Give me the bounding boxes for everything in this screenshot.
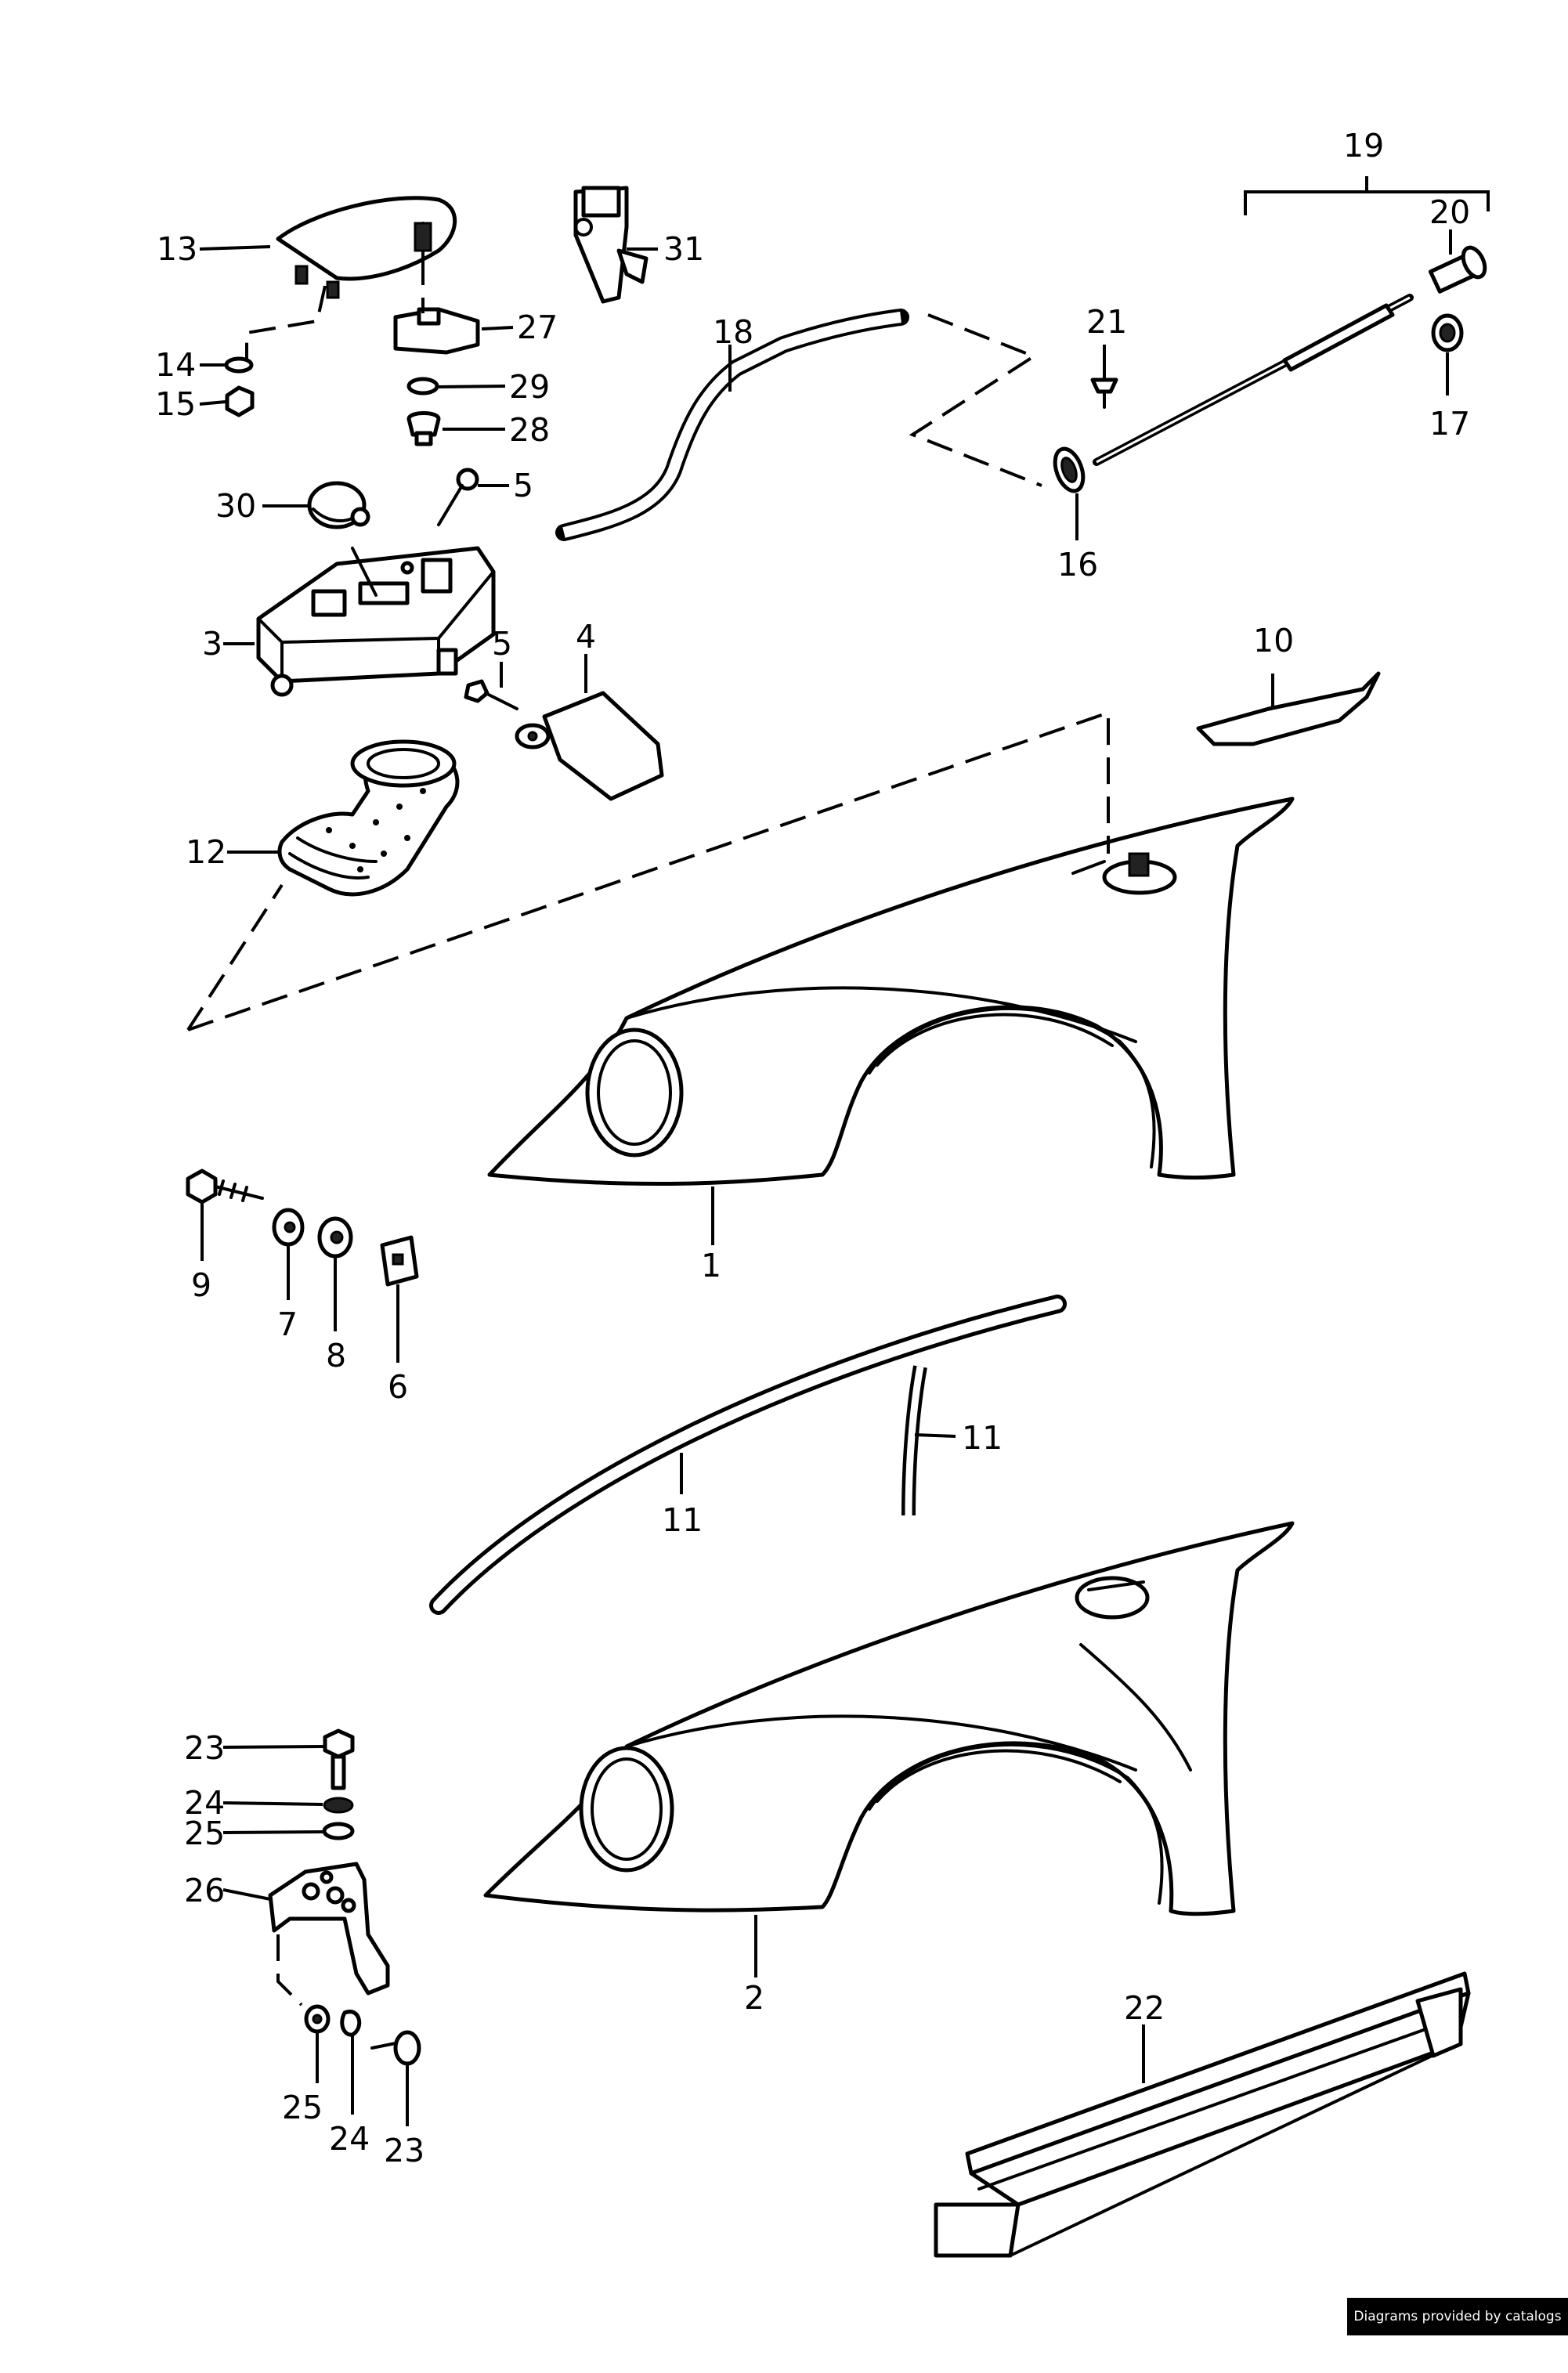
fuel-flap-13 <box>276 196 457 299</box>
grommet-17 <box>1431 313 1464 352</box>
callout-12: 12 <box>186 833 226 871</box>
grommet-28 <box>406 411 441 446</box>
fuel-filler-housing <box>256 546 496 697</box>
bolt-9 <box>186 1168 264 1205</box>
callout-18: 18 <box>713 313 753 351</box>
washer-24-upper <box>323 1797 354 1814</box>
rocker-22 <box>934 1971 1471 2258</box>
callout-23-upper: 23 <box>184 1729 225 1767</box>
bracket-26 <box>268 1862 390 1996</box>
callout-7: 7 <box>277 1306 298 1343</box>
washer-25-upper <box>322 1822 355 1840</box>
clip-6 <box>380 1235 419 1287</box>
callout-14: 14 <box>155 346 196 384</box>
nut-15 <box>225 385 255 417</box>
callout-16: 16 <box>1057 546 1098 583</box>
washer-29 <box>406 377 439 396</box>
grommet-16 <box>1053 446 1086 493</box>
callout-27: 27 <box>517 309 558 346</box>
callout-23-lower: 23 <box>384 2132 425 2169</box>
callout-9: 9 <box>191 1266 211 1304</box>
washer-14 <box>224 356 254 374</box>
callout-21: 21 <box>1086 303 1127 341</box>
callout-2: 2 <box>744 1979 764 2017</box>
bolt-23-upper <box>323 1728 355 1790</box>
callout-13: 13 <box>157 230 197 268</box>
callout-6: 6 <box>388 1368 408 1406</box>
credit-badge: Diagrams provided by catalogs parts <box>1347 2298 1568 2362</box>
callout-26: 26 <box>184 1872 225 1909</box>
seal-11-short-inner <box>905 1366 924 1516</box>
screw-5-upper <box>437 468 479 526</box>
hose-18-inner <box>562 312 901 538</box>
callout-labels: 13 27 29 28 14 15 31 5 30 3 5 4 12 18 10… <box>155 127 1470 2169</box>
assembly-lines <box>186 258 1110 2006</box>
cable-19 <box>1093 294 1414 466</box>
washer-25-lower <box>304 2004 331 2034</box>
callout-1: 1 <box>701 1247 721 1284</box>
callout-4: 4 <box>576 618 596 656</box>
callout-3: 3 <box>202 625 222 663</box>
callout-24-upper: 24 <box>184 1784 225 1822</box>
callout-17: 17 <box>1429 405 1470 442</box>
callout-25-lower: 25 <box>282 2089 323 2126</box>
callout-5-lower: 5 <box>492 625 512 663</box>
callout-11-short: 11 <box>962 1419 1003 1457</box>
callout-8: 8 <box>326 1337 346 1374</box>
callout-19: 19 <box>1343 127 1384 164</box>
washer-7 <box>272 1208 305 1247</box>
callout-20: 20 <box>1429 193 1470 231</box>
callout-22: 22 <box>1124 1989 1165 2027</box>
strip-10 <box>1196 671 1381 746</box>
washer-8 <box>317 1216 353 1259</box>
callout-11-long: 11 <box>662 1501 703 1539</box>
bracket-19 <box>1244 176 1490 215</box>
washer-24-lower <box>340 2010 362 2037</box>
front-fender-upper <box>487 796 1295 1186</box>
plate-4 <box>515 691 664 801</box>
filler-neck-12 <box>277 739 460 897</box>
callout-28: 28 <box>509 411 550 449</box>
bolt-23-lower <box>370 2030 421 2066</box>
callout-30: 30 <box>215 487 256 525</box>
callout-31: 31 <box>663 230 704 268</box>
screw-21 <box>1090 377 1118 409</box>
leader-lines <box>199 229 1452 2126</box>
seal-11-long-inner <box>433 1298 1063 1611</box>
callout-25-upper: 25 <box>184 1815 225 1852</box>
bushing-20 <box>1428 245 1487 294</box>
screw-5-lower <box>464 679 518 710</box>
cap-30 <box>307 481 370 529</box>
bracket-27 <box>393 307 480 355</box>
callout-10: 10 <box>1253 622 1294 659</box>
callout-29: 29 <box>509 368 550 406</box>
callout-15: 15 <box>155 385 196 423</box>
callout-5-upper: 5 <box>513 467 533 504</box>
switch-31 <box>573 186 649 304</box>
front-fender-lower <box>483 1521 1295 1916</box>
callout-24-lower: 24 <box>329 2120 370 2158</box>
